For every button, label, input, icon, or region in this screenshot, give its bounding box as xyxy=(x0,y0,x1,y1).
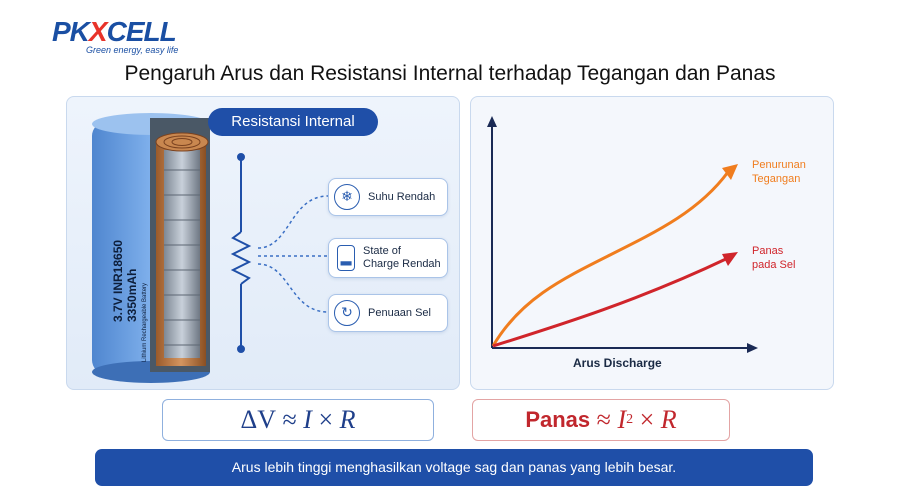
summary-banner: Arus lebih tinggi menghasilkan voltage s… xyxy=(95,449,813,486)
x-axis-label: Arus Discharge xyxy=(573,356,662,370)
chart-axes xyxy=(487,116,758,353)
y-axis-arrow xyxy=(487,116,497,127)
series-line-voltage-drop xyxy=(491,171,730,347)
series-arrow-voltage-drop xyxy=(722,164,738,180)
voltage-formula: ΔV ≈ I × R xyxy=(162,399,434,441)
resistor-symbol xyxy=(230,153,252,353)
brand-logo: PKXCELL Green energy, easy life xyxy=(52,16,179,56)
series-arrow-heat xyxy=(722,252,738,266)
battery-model: 3.7V INR18650 xyxy=(111,240,125,322)
series-label-heat: Panas pada Sel xyxy=(752,245,795,271)
connector-lines xyxy=(257,195,329,313)
x-axis-arrow xyxy=(747,343,758,353)
battery-cell: 3.7V INR18650 3350mAh Lithium Rechargeab… xyxy=(92,113,210,383)
battery-type: Lithium Rechargeable Battery xyxy=(142,283,148,362)
factor-label: Penuaan Sel xyxy=(368,306,431,319)
resistance-header: Resistansi Internal xyxy=(208,108,378,136)
factor-label: Suhu Rendah xyxy=(368,190,436,203)
battery-low-icon: ▂ xyxy=(337,245,355,271)
snowflake-icon: ❄ xyxy=(334,184,360,210)
battery-label: 3.7V INR18650 3350mAh Lithium Rechargeab… xyxy=(111,240,148,362)
brand-tagline: Green energy, easy life xyxy=(86,45,179,55)
page-title: Pengaruh Arus dan Resistansi Internal te… xyxy=(124,62,776,85)
factor-low-temperature: ❄ Suhu Rendah xyxy=(328,178,448,216)
series-label-voltage-drop: Penurunan Tegangan xyxy=(752,159,809,185)
battery-capacity: 3350mAh xyxy=(125,269,139,322)
brand-wordmark: PKXCELL xyxy=(52,16,177,47)
chart-panel xyxy=(470,96,834,390)
aging-cycle-icon: ↻ xyxy=(334,300,360,326)
factor-cell-aging: ↻ Penuaan Sel xyxy=(328,294,448,332)
series-line-heat xyxy=(492,256,729,348)
